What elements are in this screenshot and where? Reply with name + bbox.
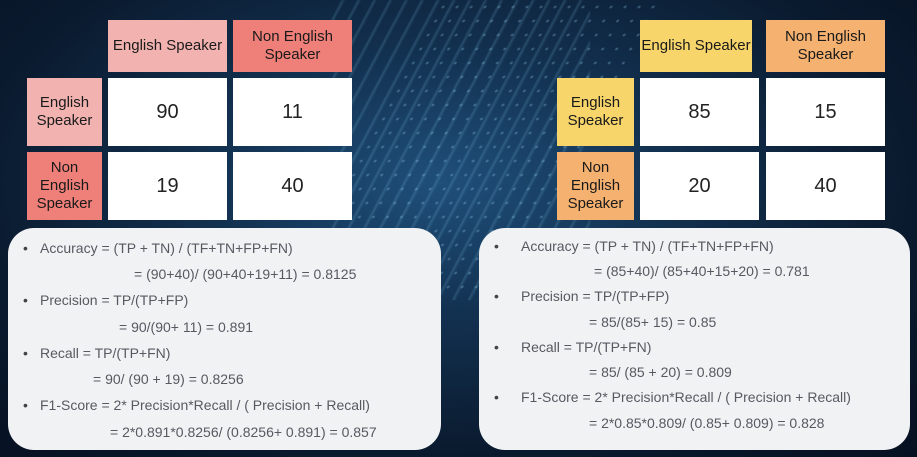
left-cell-tn: 40 <box>233 152 352 220</box>
bullet-icon: • <box>23 345 28 361</box>
left-accuracy-formula: Accuracy = (TP + TN) / (TF+TN+FP+FN) <box>40 240 293 256</box>
left-metrics-panel: • Accuracy = (TP + TN) / (TF+TN+FP+FN) =… <box>8 228 441 450</box>
left-cell-fn: 11 <box>233 78 352 146</box>
left-cell-fp: 19 <box>108 152 227 220</box>
left-col-header-english: English Speaker <box>108 20 227 72</box>
right-cell-tn: 40 <box>766 152 885 220</box>
right-accuracy-result: = (85+40)/ (85+40+15+20) = 0.781 <box>594 263 810 279</box>
bullet-icon: • <box>494 288 499 304</box>
right-precision-result: = 85/(85+ 15) = 0.85 <box>589 314 717 330</box>
right-accuracy-formula: Accuracy = (TP + TN) / (TF+TN+FP+FN) <box>521 238 774 254</box>
bullet-icon: • <box>23 240 28 256</box>
left-f1-result: = 2*0.891*0.8256/ (0.8256+ 0.891) = 0.85… <box>110 424 377 440</box>
right-f1-formula: F1-Score = 2* Precision*Recall / ( Preci… <box>521 389 851 405</box>
right-f1-result: = 2*0.85*0.809/ (0.85+ 0.809) = 0.828 <box>589 415 825 431</box>
right-row-header-non-english: Non English Speaker <box>557 152 634 220</box>
left-cell-tp: 90 <box>108 78 227 146</box>
left-recall-formula: Recall = TP/(TP+FN) <box>40 345 171 361</box>
right-recall-result: = 85/ (85 + 20) = 0.809 <box>589 364 732 380</box>
left-f1-formula: F1-Score = 2* Precision*Recall / ( Preci… <box>40 397 370 413</box>
right-cell-fn: 15 <box>766 78 885 146</box>
bullet-icon: • <box>494 339 499 355</box>
right-recall-formula: Recall = TP/(TP+FN) <box>521 339 652 355</box>
right-cell-tp: 85 <box>640 78 759 146</box>
left-accuracy-result: = (90+40)/ (90+40+19+11) = 0.8125 <box>134 266 357 282</box>
left-precision-formula: Precision = TP/(TP+FP) <box>40 292 189 308</box>
right-col-header-non-english: Non English Speaker <box>766 20 885 72</box>
left-row-header-non-english: Non English Speaker <box>27 152 102 220</box>
right-cell-fp: 20 <box>640 152 759 220</box>
left-row-header-english: English Speaker <box>27 78 102 146</box>
right-col-header-english: English Speaker <box>640 20 752 72</box>
left-col-header-non-english: Non English Speaker <box>233 20 352 72</box>
right-metrics-panel: • Accuracy = (TP + TN) / (TF+TN+FP+FN) =… <box>479 228 910 450</box>
right-row-header-english: English Speaker <box>557 78 634 146</box>
right-precision-formula: Precision = TP/(TP+FP) <box>521 288 670 304</box>
left-recall-result: = 90/ (90 + 19) = 0.8256 <box>93 371 244 387</box>
bullet-icon: • <box>494 389 499 405</box>
bullet-icon: • <box>23 292 28 308</box>
bullet-icon: • <box>23 397 28 413</box>
bullet-icon: • <box>494 238 499 254</box>
left-precision-result: = 90/(90+ 11) = 0.891 <box>119 319 254 335</box>
